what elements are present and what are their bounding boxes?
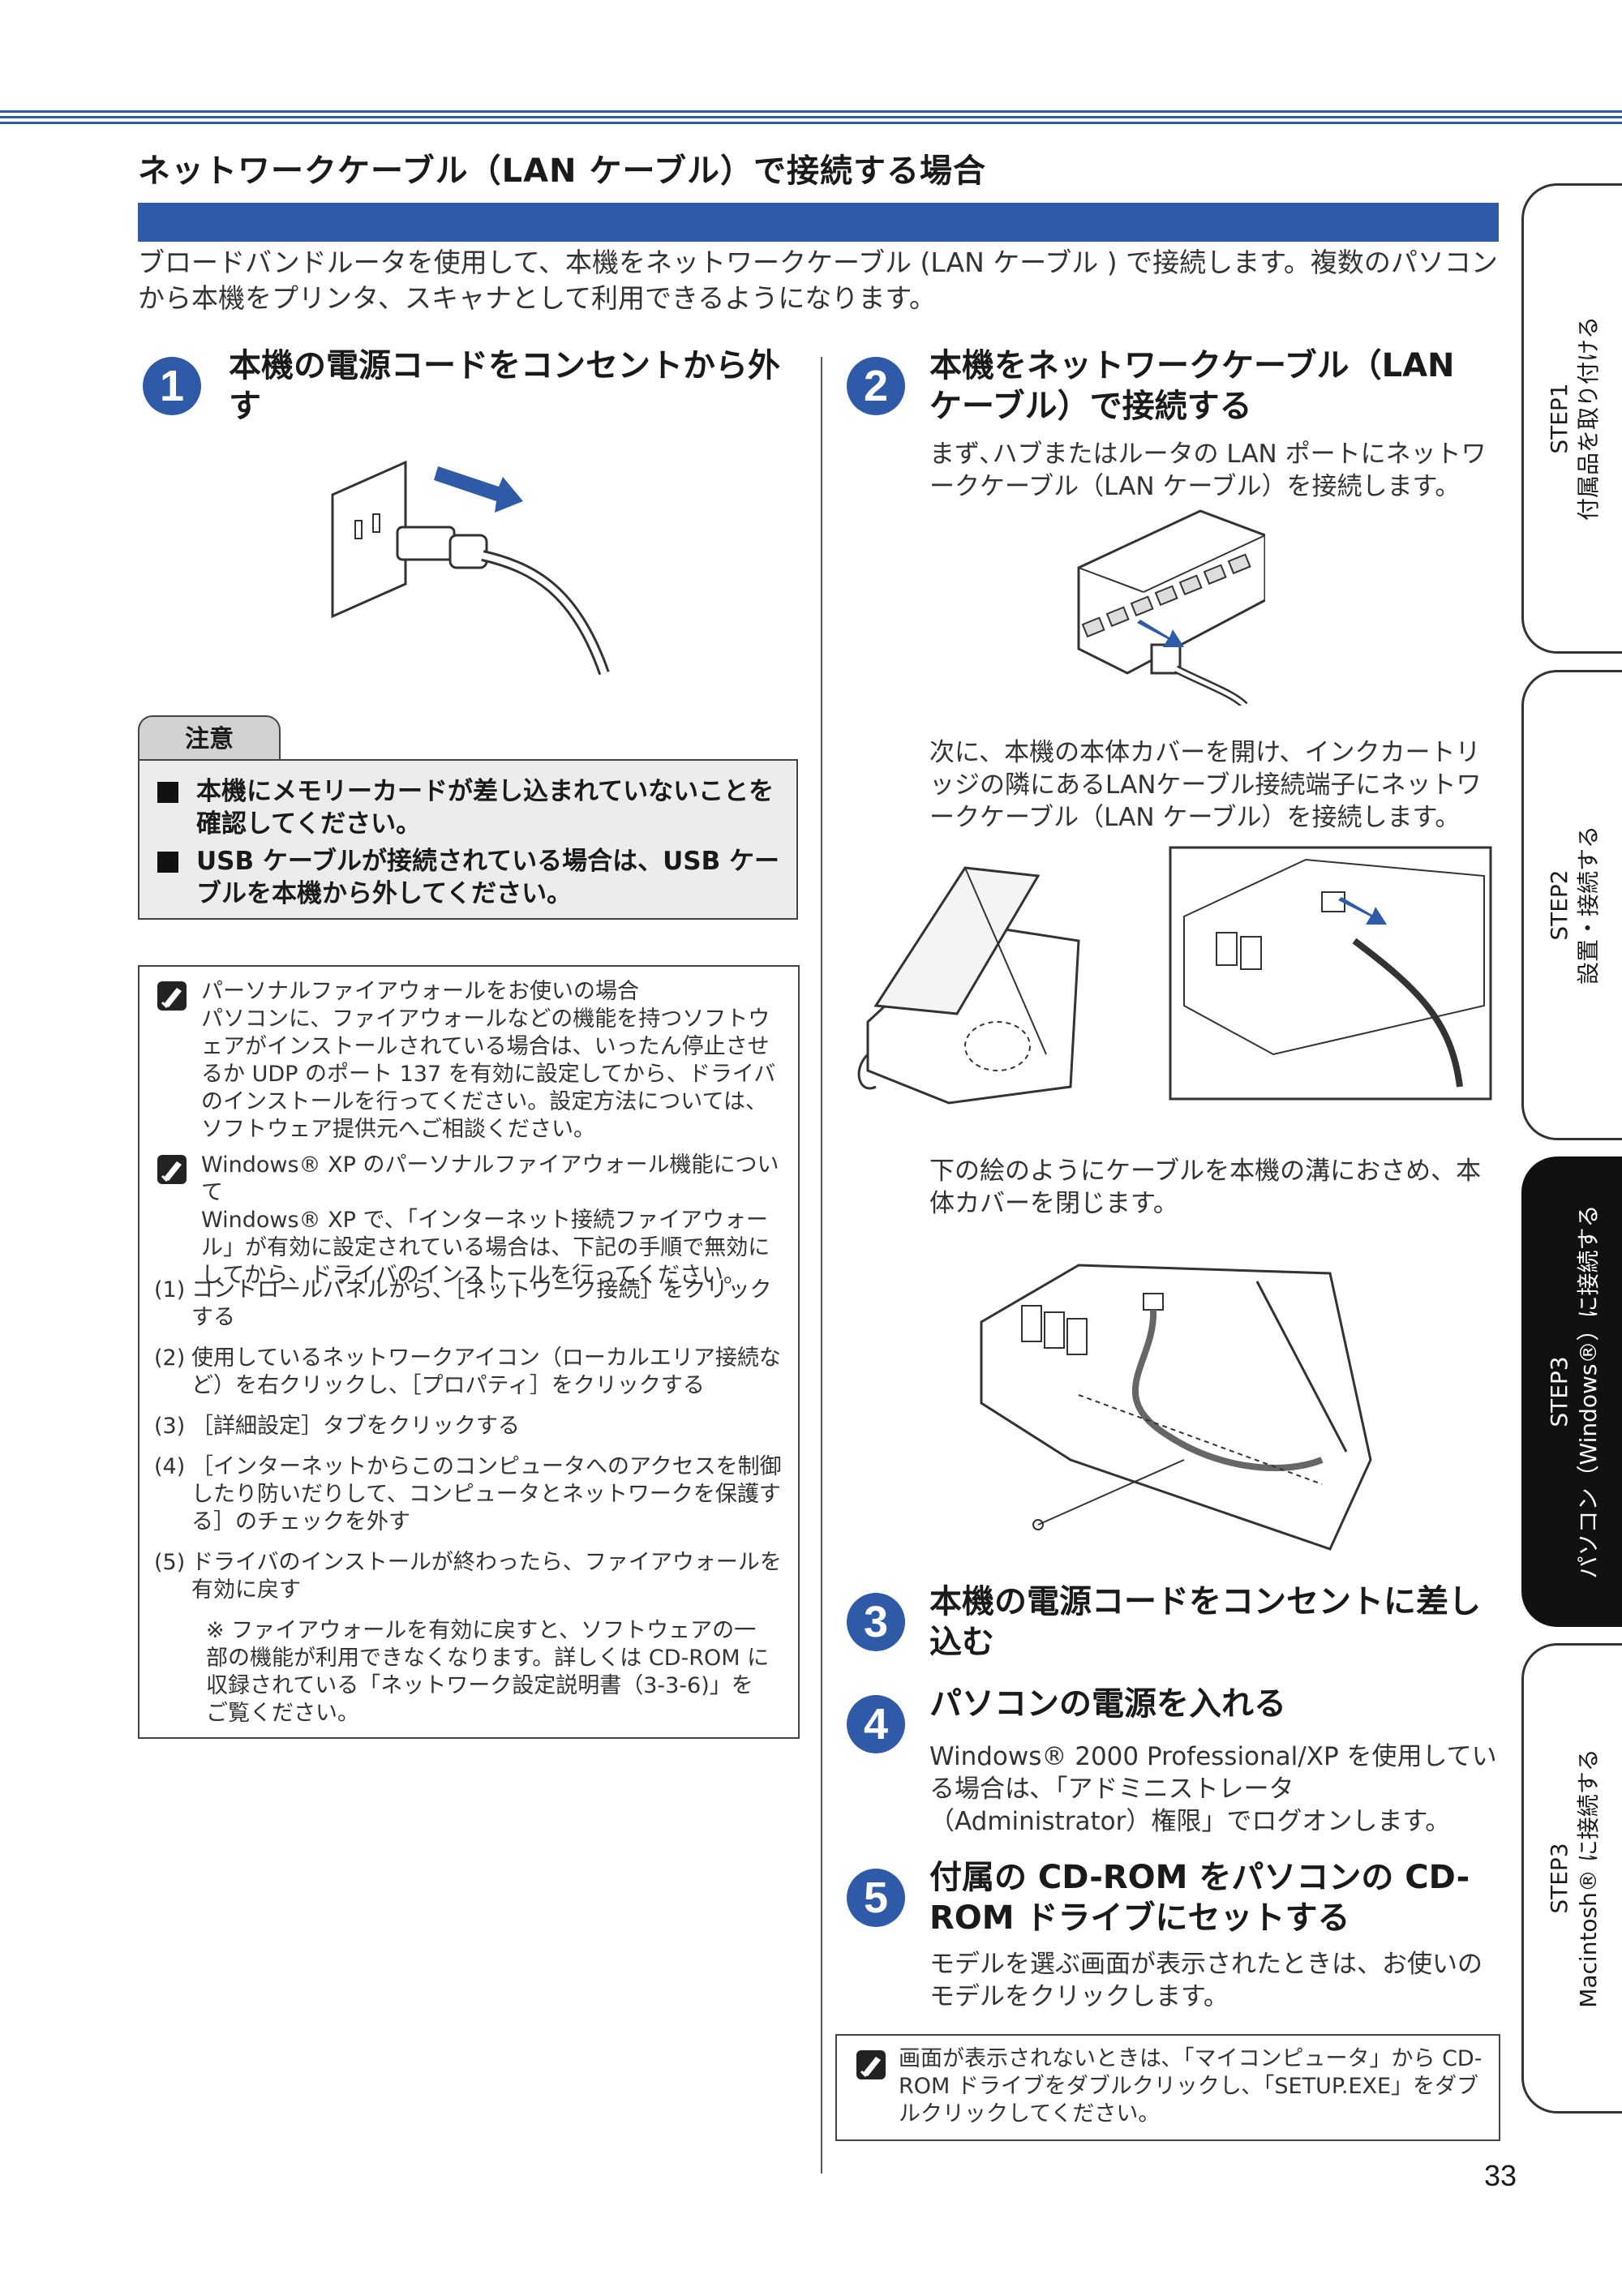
cd-note-text: 画面が表示されないときは､「マイコンピュータ」から CD-ROM ドライブをダブ… — [899, 2046, 1483, 2126]
step-2-text-1: まず､ハブまたはルータの LAN ポートにネットワークケーブル（LAN ケーブル… — [929, 440, 1487, 501]
list-item: (3)［詳細設定］タブをクリックする — [154, 1414, 520, 1439]
step-4-title: パソコンの電源を入れる — [929, 1685, 1286, 1723]
step-4-number: 4 — [847, 1695, 905, 1753]
page-number: 33 — [1484, 2159, 1517, 2192]
header-rule — [0, 110, 1622, 131]
step-4-text: Windows® 2000 Professional/XP を使用している場合は… — [929, 1742, 1497, 1836]
step-3-number: 3 — [847, 1593, 905, 1651]
firewall-note-box: パーソナルファイアウォールをお使いの場合 パソコンに、ファイアウォールなどの機能… — [138, 965, 800, 1739]
step-2-title: 本機をネットワークケーブル（LAN ケーブル）で接続する — [929, 347, 1455, 425]
caution-label: 注意 — [138, 715, 281, 762]
list-item: (4)［インターネットからこのコンピュータへのアクセスを制御したり防いだりして、… — [154, 1454, 782, 1534]
list-item: (5)ドライバのインストールが終わったら、ファイアウォールを有効に戻す — [154, 1550, 782, 1603]
step-1-number: 1 — [143, 357, 201, 415]
caution-box: 本機にメモリーカードが差し込まれていないことを確認してください。 USB ケーブ… — [138, 759, 798, 920]
step-3-title: 本機の電源コードをコンセントに差し込む — [929, 1583, 1481, 1661]
step-5-title: 付属の CD-ROM をパソコンの CD-ROM ドライブにセットする — [929, 1859, 1470, 1937]
step-2-text-3: 下の絵のようにケーブルを本機の溝におさめ、本体カバーを閉じます。 — [929, 1157, 1482, 1218]
hub-illustration — [1077, 509, 1265, 706]
step-2-number: 2 — [847, 357, 905, 415]
note-title: Windows® XP のパーソナルファイアウォール機能について — [201, 1152, 779, 1205]
step-1-title: 本機の電源コードをコンセントから外す — [229, 347, 780, 425]
remark: ※ ファイアウォールを有効に戻すと、ソフトウェアの一部の機能が利用できなくなりま… — [206, 1618, 770, 1726]
note-body: Windows® XP で､「インターネット接続ファイアウォール」が有効に設定さ… — [201, 1208, 770, 1288]
note-body: パソコンに、ファイアウォールなどの機能を持つソフトウェアがインストールされている… — [201, 1006, 776, 1142]
step-5-number: 5 — [847, 1869, 905, 1927]
intro-text: ブロードバンドルータを使用して、本機をネットワークケーブル (LAN ケーブル … — [138, 247, 1498, 314]
column-divider — [821, 357, 822, 2174]
power-plug-illustration — [331, 460, 610, 676]
step-2-text-2: 次に、本機の本体カバーを開け、インクカートリッジの隣にあるLANケーブル接続端子… — [929, 738, 1482, 832]
title-bar — [138, 203, 1499, 242]
section-title: ネットワークケーブル（LAN ケーブル）で接続する場合 — [138, 152, 987, 190]
cd-note-box: 画面が表示されないときは､「マイコンピュータ」から CD-ROM ドライブをダブ… — [835, 2034, 1500, 2141]
steps-list: (1)コントロールパネルから、［ネットワーク接続］をクリックする (2)使用して… — [154, 1277, 787, 1727]
list-item: (2)使用しているネットワークアイコン（ローカルエリア接続など）を右クリックし、… — [154, 1345, 781, 1398]
note-icon — [856, 2050, 886, 2079]
note-icon — [157, 1155, 187, 1184]
note-title: パーソナルファイアウォールをお使いの場合 — [201, 979, 639, 1004]
printer-open-illustration — [857, 846, 1492, 1105]
printer-cable-illustration — [980, 1264, 1372, 1551]
list-item: (1)コントロールパネルから、［ネットワーク接続］をクリックする — [154, 1277, 772, 1330]
caution-item: USB ケーブルが接続されている場合は、USB ケーブルを本機から外してください… — [139, 845, 796, 910]
caution-item: 本機にメモリーカードが差し込まれていないことを確認してください。 — [139, 775, 796, 840]
note-icon — [157, 981, 187, 1011]
step-5-text: モデルを選ぶ画面が表示されたときは、お使いのモデルをクリックします。 — [929, 1950, 1483, 2011]
